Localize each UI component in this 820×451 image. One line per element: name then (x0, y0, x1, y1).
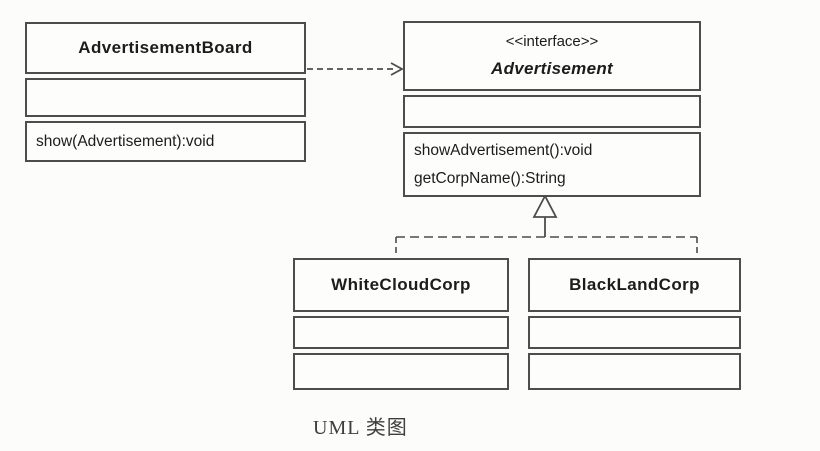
method-label: show(Advertisement):void (36, 132, 215, 150)
attributes-compartment-empty (528, 316, 741, 349)
attributes-compartment-empty (403, 95, 701, 128)
interface-name-compartment: <<interface>> Advertisement (403, 21, 701, 91)
open-arrowhead-icon (390, 62, 404, 76)
methods-compartment: showAdvertisement():void getCorpName():S… (403, 132, 701, 197)
class-box-black-land-corp: BlackLandCorp (528, 258, 741, 390)
class-box-white-cloud-corp: WhiteCloudCorp (293, 258, 509, 390)
class-box-advertisement-board: AdvertisementBoard show(Advertisement):v… (25, 22, 306, 162)
method-label: showAdvertisement():void (414, 141, 593, 159)
method-label: getCorpName():String (414, 169, 566, 187)
methods-compartment-empty (293, 353, 509, 390)
realization-connector (395, 194, 698, 257)
methods-compartment-empty (528, 353, 741, 390)
class-name: BlackLandCorp (569, 275, 700, 294)
class-name: WhiteCloudCorp (331, 275, 471, 294)
interface-name: Advertisement (491, 59, 613, 78)
interface-box-advertisement: <<interface>> Advertisement showAdvertis… (403, 21, 701, 197)
class-name-compartment: AdvertisementBoard (25, 22, 306, 74)
figure-caption: UML 类图 (313, 417, 408, 439)
attributes-compartment-empty (293, 316, 509, 349)
methods-compartment: show(Advertisement):void (25, 121, 306, 162)
class-name-compartment: BlackLandCorp (528, 258, 741, 312)
class-name: AdvertisementBoard (78, 38, 253, 57)
stereotype-label: <<interface>> (505, 33, 599, 50)
attributes-compartment-empty (25, 78, 306, 117)
dependency-arrow-board-to-advertisement (307, 62, 404, 76)
class-name-compartment: WhiteCloudCorp (293, 258, 509, 312)
hollow-triangle-icon (532, 194, 558, 218)
